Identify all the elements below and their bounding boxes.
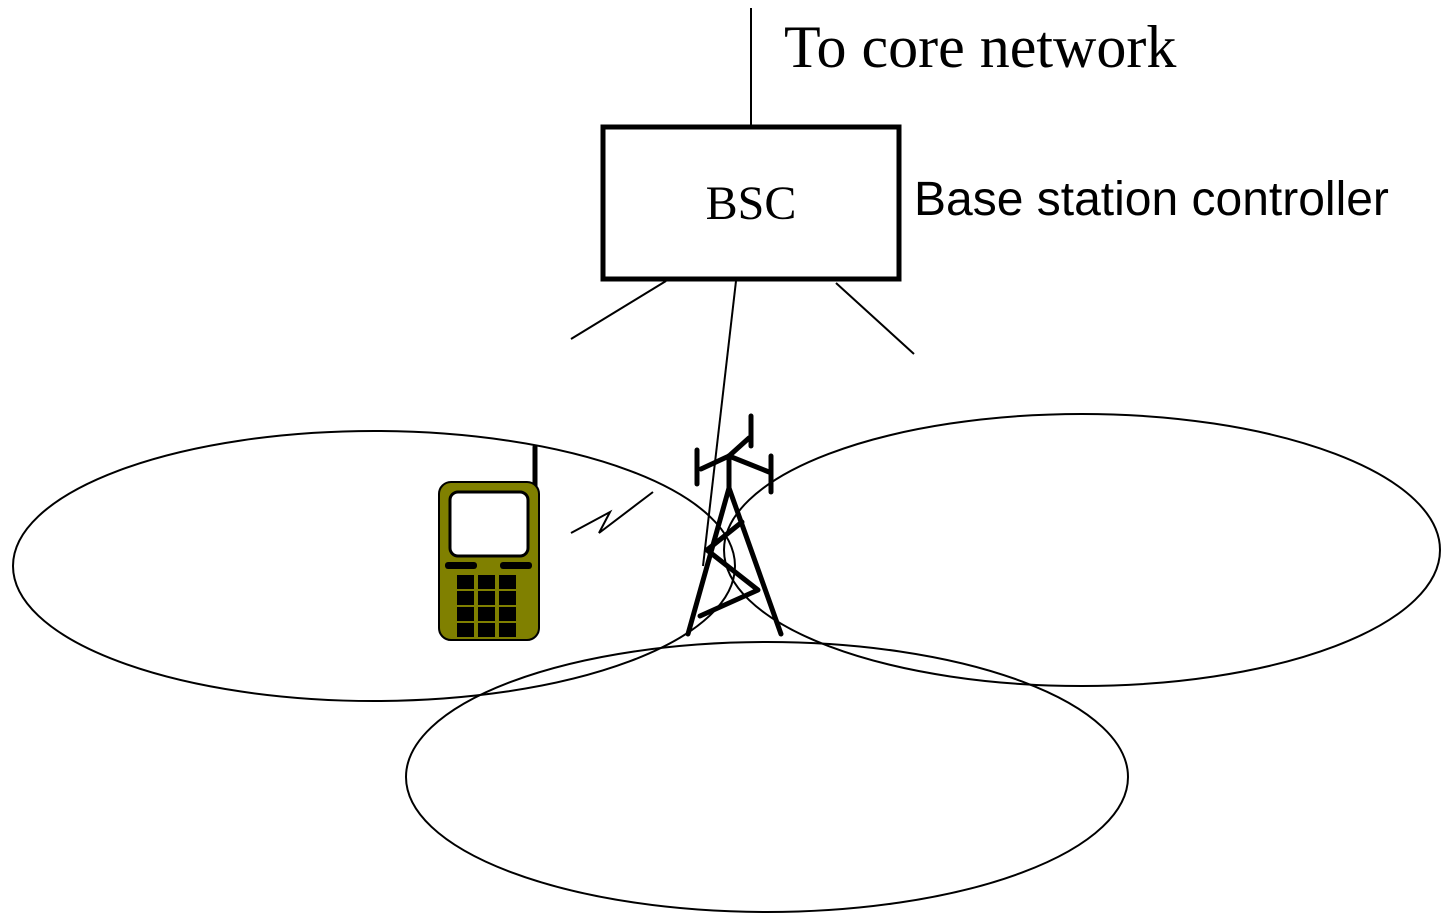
cell-left <box>12 430 736 702</box>
bsc-description-label: Base station controller <box>914 173 1389 226</box>
core-network-label: To core network <box>784 14 1177 80</box>
mobile-phone-icon <box>438 444 540 641</box>
bsc-link-right <box>835 282 915 355</box>
cell-right <box>723 413 1441 687</box>
cell-tower-icon <box>685 413 784 637</box>
bsc-label: BSC <box>705 177 797 230</box>
cell-bottom <box>405 641 1129 913</box>
bsc-link-center <box>702 280 737 567</box>
bsc-box <box>600 124 902 282</box>
bsc-link-left <box>570 280 667 340</box>
keypad <box>457 575 516 637</box>
radio-link-icon <box>570 491 654 534</box>
